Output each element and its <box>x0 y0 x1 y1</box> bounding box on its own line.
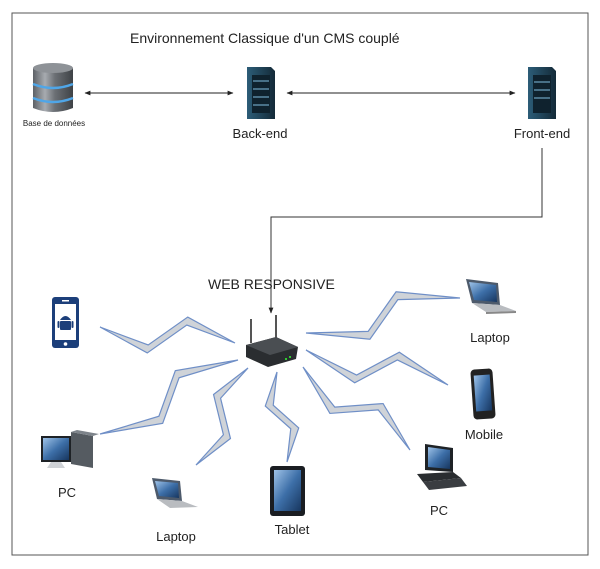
wireless-link-mobile <box>305 349 449 386</box>
section-label: WEB RESPONSIVE <box>208 276 335 292</box>
wireless-link-laptop-left <box>195 367 249 466</box>
android-phone-icon <box>52 297 79 348</box>
wireless-link-android-phone <box>99 316 236 354</box>
desktop-pc-icon <box>417 444 467 490</box>
wireless-router-icon <box>246 315 298 367</box>
node-label-frontend: Front-end <box>513 126 571 141</box>
wireless-link-laptop-right <box>305 291 461 340</box>
tablet-icon <box>270 466 305 516</box>
wireless-link-pc-right <box>302 366 411 451</box>
server-rack-icon <box>528 67 556 119</box>
node-label-backend: Back-end <box>232 126 288 141</box>
database-icon <box>32 63 74 112</box>
wireless-links <box>99 291 461 466</box>
node-label-database: Base de données <box>22 119 86 128</box>
smartphone-icon <box>470 368 496 420</box>
device-label-laptop-right: Laptop <box>470 330 510 345</box>
device-label-mobile: Mobile <box>464 427 504 442</box>
laptop-icon <box>152 478 198 508</box>
server-rack-icon <box>247 67 275 119</box>
device-label-pc-left: PC <box>57 485 77 500</box>
wireless-link-tablet <box>264 371 300 463</box>
diagram-title: Environnement Classique d'un CMS couplé <box>130 30 400 46</box>
device-label-laptop-left: Laptop <box>156 529 196 544</box>
connector-frontend-router <box>268 148 543 314</box>
diagram-frame <box>11 12 589 556</box>
device-label-tablet: Tablet <box>274 522 310 537</box>
device-label-pc-right: PC <box>429 503 449 518</box>
wireless-link-pc-left <box>99 359 239 435</box>
desktop-tower-icon <box>41 430 99 468</box>
laptop-icon <box>466 279 516 314</box>
